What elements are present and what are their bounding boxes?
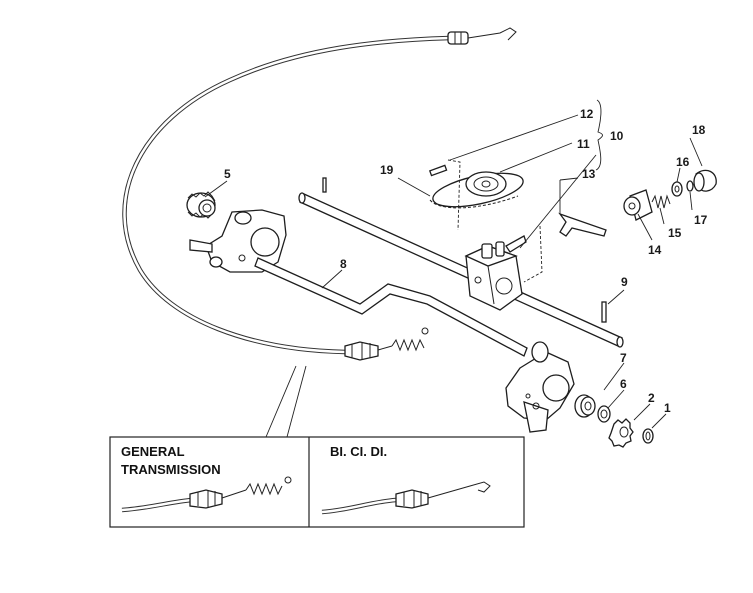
gear-5 — [186, 191, 216, 219]
inset-cable-bicidi — [321, 481, 491, 515]
label-8: 8 — [340, 257, 347, 271]
belt-pulley-11 — [429, 171, 524, 209]
label-11: 11 — [577, 137, 590, 151]
bearing-7 — [574, 394, 596, 418]
label-19: 19 — [380, 163, 394, 177]
label-13: 13 — [582, 167, 596, 181]
key-12 — [428, 164, 448, 177]
label-6: 6 — [620, 377, 627, 391]
inset-cable-general — [121, 476, 292, 513]
left-bracket — [189, 209, 287, 273]
ring-1 — [642, 428, 654, 444]
right-bracket — [505, 341, 575, 433]
label-9: 9 — [621, 275, 628, 289]
gearbox — [464, 235, 527, 311]
cap-18 — [693, 169, 717, 192]
inset-left-title-line1: GENERAL — [121, 444, 185, 459]
pin-9 — [601, 301, 607, 323]
label-5: 5 — [224, 167, 231, 181]
label-2: 2 — [648, 391, 655, 405]
control-cable — [122, 27, 517, 361]
inset-left-title-line2: TRANSMISSION — [121, 462, 221, 477]
label-12: 12 — [580, 107, 594, 121]
shaft-8 — [254, 257, 528, 357]
spring-15 — [651, 194, 671, 209]
label-18: 18 — [692, 123, 706, 137]
label-1: 1 — [664, 401, 671, 415]
gear-2 — [608, 418, 634, 448]
hub-14 — [623, 189, 653, 221]
washer-16 — [671, 181, 683, 197]
leader-lines — [204, 99, 703, 429]
label-10: 10 — [610, 129, 624, 143]
washer-6 — [597, 405, 611, 423]
inset-callout — [265, 365, 307, 438]
label-16: 16 — [676, 155, 690, 169]
label-14: 14 — [648, 243, 662, 257]
inset-right-title: BI. CI. DI. — [330, 444, 387, 459]
label-17: 17 — [694, 213, 708, 227]
label-15: 15 — [668, 226, 682, 240]
inset-box — [109, 436, 525, 528]
washer-17 — [686, 180, 694, 192]
label-7: 7 — [620, 351, 627, 365]
lever-13 — [558, 212, 607, 237]
